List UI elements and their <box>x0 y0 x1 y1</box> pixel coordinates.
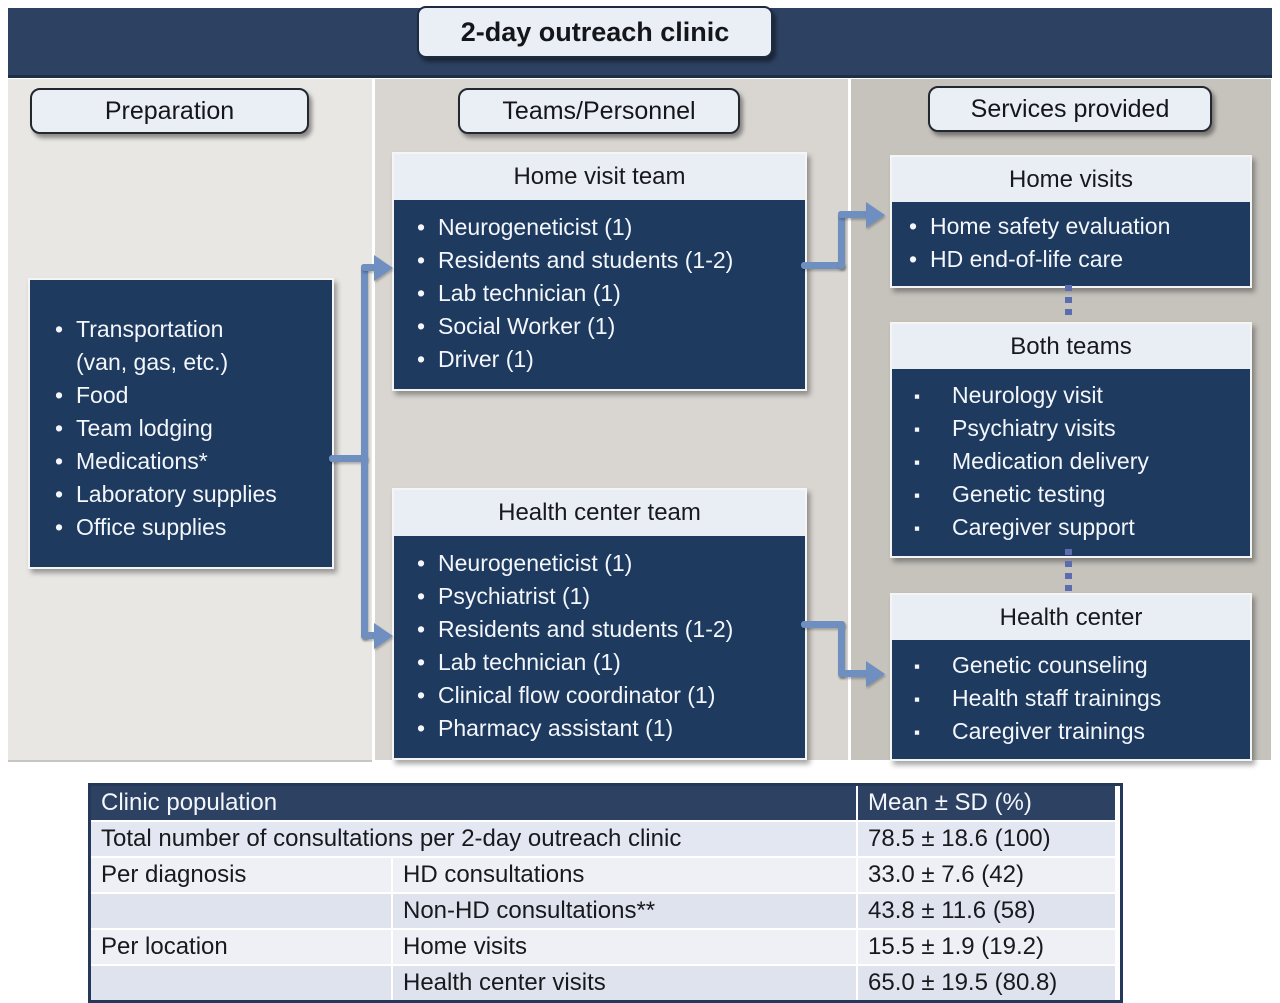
preparation-items-list: Transportation (van, gas, etc.) Food Tea… <box>30 280 332 544</box>
list-item: Residents and students (1-2) <box>408 244 801 277</box>
figure-title-label: 2-day outreach clinic <box>460 16 730 47</box>
connector-line <box>329 455 368 462</box>
list-item: Medication delivery <box>900 445 1246 479</box>
list-item: Health staff trainings <box>900 682 1246 716</box>
list-item: Food <box>46 379 324 412</box>
list-item: Laboratory supplies <box>46 478 324 511</box>
health-center-service-title: Health center <box>892 595 1250 640</box>
both-teams-service-box: Both teams Neurology visit Psychiatry vi… <box>890 322 1252 558</box>
home-visits-service-list: Home safety evaluation HD end-of-life ca… <box>900 210 1246 276</box>
home-visit-team-list: Neurogeneticist (1) Residents and studen… <box>408 211 801 376</box>
home-visit-team-title: Home visit team <box>394 154 805 200</box>
health-center-service-list: Genetic counseling Health staff training… <box>900 649 1246 749</box>
list-item: Team lodging <box>46 412 324 445</box>
home-visits-service-title: Home visits <box>892 157 1250 202</box>
teams-header: Teams/Personnel <box>458 88 740 134</box>
list-item: Genetic counseling <box>900 649 1246 683</box>
table-row-value: 78.5 ± 18.6 (100) <box>858 822 1115 856</box>
list-item: Pharmacy assistant (1) <box>408 712 801 745</box>
table-row-sublabel: HD consultations <box>393 858 856 892</box>
health-center-service-body: Genetic counseling Health staff training… <box>892 640 1250 759</box>
list-item: Caregiver trainings <box>900 715 1246 749</box>
list-item: Neurology visit <box>900 379 1246 413</box>
arrow-icon <box>866 202 885 228</box>
health-center-team-list: Neurogeneticist (1) Psychiatrist (1) Res… <box>408 547 801 745</box>
preparation-header: Preparation <box>30 88 309 134</box>
list-item: HD end-of-life care <box>900 243 1246 276</box>
dotted-connector <box>1065 549 1072 591</box>
connector-line <box>838 621 845 677</box>
teams-header-label: Teams/Personnel <box>502 96 696 125</box>
services-header-label: Services provided <box>970 94 1170 123</box>
table-row-value: 33.0 ± 7.6 (42) <box>858 858 1115 892</box>
home-visit-team-body: Neurogeneticist (1) Residents and studen… <box>394 200 805 389</box>
table-row-sublabel: Non-HD consultations** <box>393 894 856 928</box>
arrow-icon <box>374 623 393 649</box>
table-row-label <box>91 894 391 928</box>
clinic-population-table: Clinic population Mean ± SD (%) Total nu… <box>88 783 1123 1003</box>
list-item: Residents and students (1-2) <box>408 613 801 646</box>
connector-line <box>838 670 868 677</box>
table-row-label: Total number of consultations per 2-day … <box>91 822 856 856</box>
connector-line <box>361 632 376 639</box>
home-visits-service-box: Home visits Home safety evaluation HD en… <box>890 155 1252 288</box>
connector-line <box>801 621 845 628</box>
list-item: Office supplies <box>46 511 324 544</box>
connector-line <box>838 211 845 269</box>
list-item: Neurogeneticist (1) <box>408 547 801 580</box>
connector-line <box>801 262 845 269</box>
list-item: Lab technician (1) <box>408 646 801 679</box>
both-teams-service-body: Neurology visit Psychiatry visits Medica… <box>892 369 1250 556</box>
both-teams-service-title: Both teams <box>892 324 1250 369</box>
arrow-icon <box>866 661 885 687</box>
list-item: Lab technician (1) <box>408 277 801 310</box>
table-row-value: 43.8 ± 11.6 (58) <box>858 894 1115 928</box>
dotted-connector <box>1065 285 1072 321</box>
list-item: Home safety evaluation <box>900 210 1246 243</box>
table-row-value: 15.5 ± 1.9 (19.2) <box>858 930 1115 964</box>
list-item: Psychiatry visits <box>900 412 1246 446</box>
table-row-sublabel: Home visits <box>393 930 856 964</box>
table-row-label <box>91 966 391 1000</box>
home-visits-service-body: Home safety evaluation HD end-of-life ca… <box>892 202 1250 286</box>
health-center-team-title: Health center team <box>394 490 805 536</box>
connector-line <box>361 264 368 639</box>
home-visit-team-box: Home visit team Neurogeneticist (1) Resi… <box>392 152 807 391</box>
both-teams-service-list: Neurology visit Psychiatry visits Medica… <box>900 379 1246 545</box>
table-header-mean-sd: Mean ± SD (%) <box>858 786 1115 820</box>
health-center-service-box: Health center Genetic counseling Health … <box>890 593 1252 761</box>
health-center-team-box: Health center team Neurogeneticist (1) P… <box>392 488 807 760</box>
table-row-value: 65.0 ± 19.5 (80.8) <box>858 966 1115 1000</box>
list-item: Driver (1) <box>408 343 801 376</box>
preparation-header-label: Preparation <box>104 96 235 125</box>
list-item: Medications* <box>46 445 324 478</box>
health-center-team-body: Neurogeneticist (1) Psychiatrist (1) Res… <box>394 536 805 758</box>
table-row-label: Per location <box>91 930 391 964</box>
list-item: Genetic testing <box>900 478 1246 512</box>
list-item: Caregiver support <box>900 511 1246 545</box>
connector-line <box>838 211 868 218</box>
list-item: Neurogeneticist (1) <box>408 211 801 244</box>
preparation-items-box: Transportation (van, gas, etc.) Food Tea… <box>28 278 334 569</box>
list-item-continuation: (van, gas, etc.) <box>76 349 229 375</box>
list-item: Psychiatrist (1) <box>408 580 801 613</box>
table-row-sublabel: Health center visits <box>393 966 856 1000</box>
arrow-icon <box>374 255 393 281</box>
services-header: Services provided <box>928 86 1212 132</box>
list-item: Transportation <box>46 313 324 346</box>
list-item: Social Worker (1) <box>408 310 801 343</box>
table-row-label: Per diagnosis <box>91 858 391 892</box>
list-item: Clinical flow coordinator (1) <box>408 679 801 712</box>
table-header-clinic-population: Clinic population <box>91 786 856 820</box>
figure-title: 2-day outreach clinic <box>417 6 773 58</box>
connector-line <box>361 264 376 271</box>
